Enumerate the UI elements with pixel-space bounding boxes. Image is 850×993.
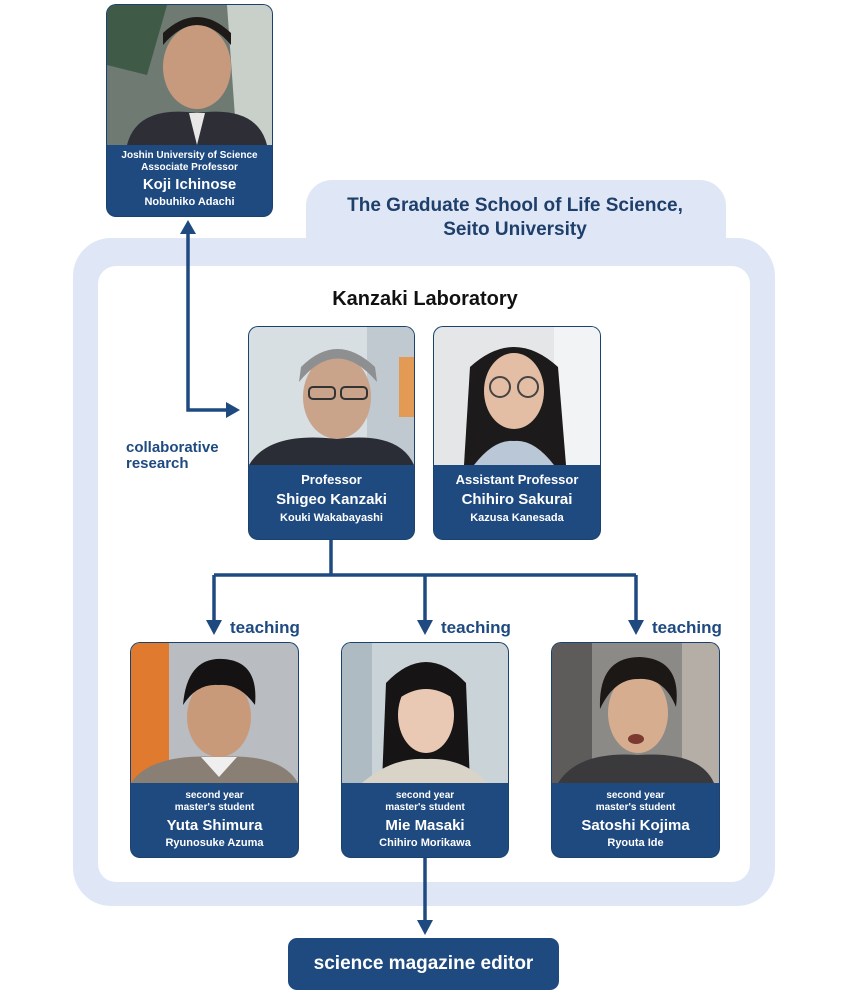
teaching-arrowhead-2: [417, 620, 433, 635]
collab-arrowhead-right: [226, 402, 240, 418]
teaching-arrowhead-1: [206, 620, 222, 635]
editor-arrowhead: [417, 920, 433, 935]
teaching-arrowhead-3: [628, 620, 644, 635]
lab-title: Kanzaki Laboratory: [332, 288, 518, 310]
professor-photo: [249, 327, 414, 465]
assistant-card: Assistant Professor Chihiro Sakurai Kazu…: [434, 327, 600, 539]
school-title: The Graduate School of Life Science, Sei…: [347, 195, 683, 240]
student-card-2: second year master's student Mie Masaki …: [342, 643, 508, 857]
collaborator-photo: [107, 5, 272, 145]
teaching-label-3: teaching: [652, 618, 722, 637]
student-photo-2: [342, 643, 508, 783]
assistant-photo: [434, 327, 600, 465]
collab-label: collaborative research: [126, 439, 219, 472]
student-photo-3: [552, 643, 719, 783]
student-card-3: second year master's student Satoshi Koj…: [552, 643, 719, 857]
collab-arrowhead-up: [180, 220, 196, 234]
student-card-1: second year master's student Yuta Shimur…: [131, 643, 298, 857]
editor-box: science magazine editor: [288, 938, 559, 990]
teaching-label-2: teaching: [441, 618, 511, 637]
collaborator-card: Joshin University of Science Associate P…: [107, 5, 272, 216]
teaching-label-1: teaching: [230, 618, 300, 637]
student-photo-1: [131, 643, 298, 783]
professor-card: Professor Shigeo Kanzaki Kouki Wakabayas…: [249, 327, 414, 539]
collab-arrow: [186, 230, 228, 412]
